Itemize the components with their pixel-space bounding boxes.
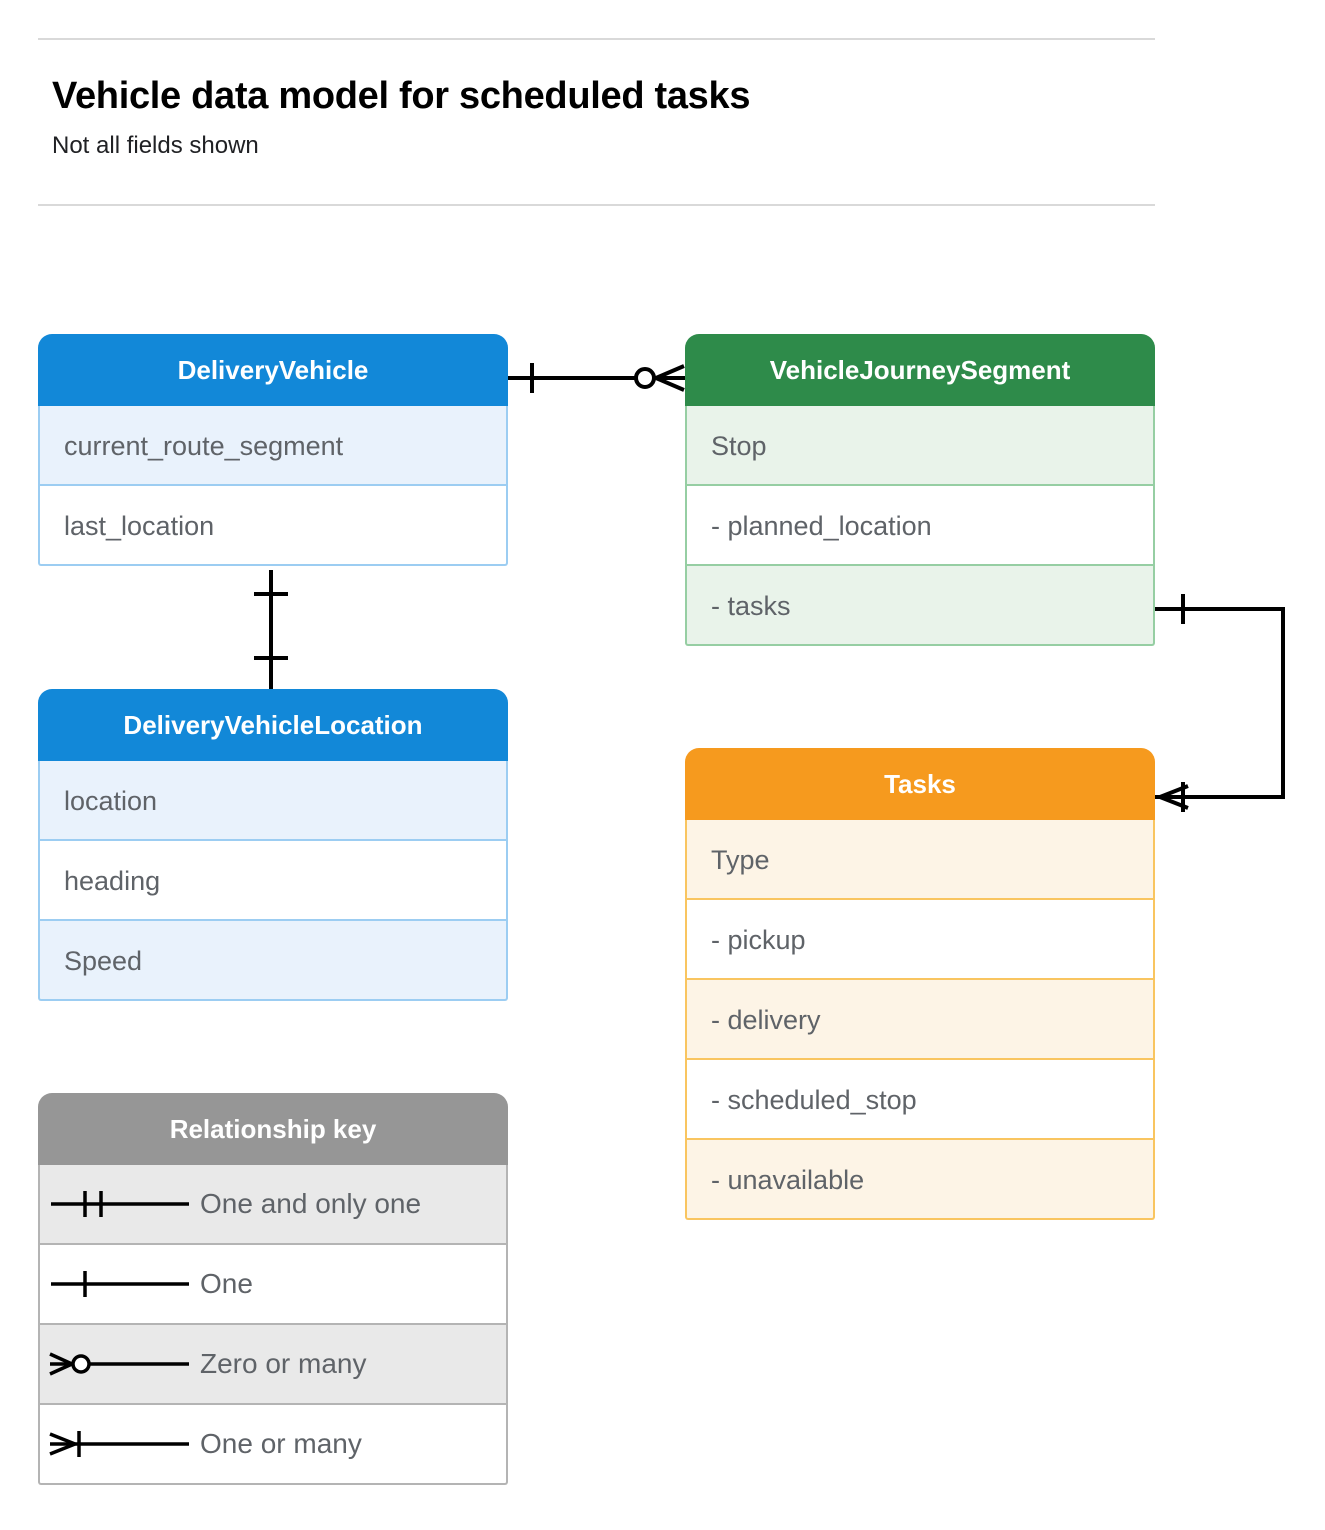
connector-vjs-tasks xyxy=(1155,607,1285,799)
entity-field-row: - delivery xyxy=(685,980,1155,1060)
entity-title-delivery-vehicle: DeliveryVehicle xyxy=(38,334,508,406)
legend-item-label: One or many xyxy=(200,1428,362,1459)
relationship-key-legend: Relationship key One and only one One xyxy=(38,1093,508,1485)
entity-title-delivery-vehicle-location: DeliveryVehicleLocation xyxy=(38,689,508,761)
one-symbol-icon xyxy=(40,1264,200,1304)
entity-field-row: location xyxy=(38,761,508,841)
legend-item-one: One xyxy=(38,1245,508,1325)
page-subtitle: Not all fields shown xyxy=(52,132,259,159)
entity-field-row: Speed xyxy=(38,921,508,1001)
legend-item-one-or-many: One or many xyxy=(38,1405,508,1485)
crowfoot-many-lower-tasks xyxy=(1159,795,1189,810)
crowfoot-zero-circle-vjs xyxy=(634,367,656,389)
legend-item-label: One and only one xyxy=(200,1188,422,1219)
legend-item-one-and-only-one: One and only one xyxy=(38,1165,508,1245)
entity-vehicle-journey-segment[interactable]: VehicleJourneySegment Stop - planned_loc… xyxy=(685,334,1155,646)
entity-field-row: Type xyxy=(685,820,1155,900)
one-or-many-symbol-icon xyxy=(40,1424,200,1464)
entity-field-row: - planned_location xyxy=(685,486,1155,566)
crowfoot-many-upper-vjs xyxy=(655,364,685,380)
crowfoot-many-upper-tasks xyxy=(1159,784,1189,799)
entity-delivery-vehicle[interactable]: DeliveryVehicle current_route_segment la… xyxy=(38,334,508,566)
entity-field-row: heading xyxy=(38,841,508,921)
legend-item-zero-or-many: Zero or many xyxy=(38,1325,508,1405)
header-divider-top xyxy=(38,38,1155,40)
entity-field-row: last_location xyxy=(38,486,508,566)
page-title: Vehicle data model for scheduled tasks xyxy=(52,75,751,117)
legend-item-label: One xyxy=(200,1268,253,1299)
entity-field-row: - tasks xyxy=(685,566,1155,646)
crowfoot-many-lower-vjs xyxy=(655,376,685,392)
entity-field-row: - unavailable xyxy=(685,1140,1155,1220)
entity-field-row: current_route_segment xyxy=(38,406,508,486)
legend-title: Relationship key xyxy=(38,1093,508,1165)
one-and-only-one-symbol-icon xyxy=(40,1184,200,1224)
entity-delivery-vehicle-location[interactable]: DeliveryVehicleLocation location heading… xyxy=(38,689,508,1001)
entity-title-vehicle-journey-segment: VehicleJourneySegment xyxy=(685,334,1155,406)
entity-field-row: - scheduled_stop xyxy=(685,1060,1155,1140)
entity-field-row: - pickup xyxy=(685,900,1155,980)
entity-field-row: Stop xyxy=(685,406,1155,486)
legend-item-label: Zero or many xyxy=(200,1348,367,1379)
header-divider-bottom xyxy=(38,204,1155,206)
entity-title-tasks: Tasks xyxy=(685,748,1155,820)
entity-tasks[interactable]: Tasks Type - pickup - delivery - schedul… xyxy=(685,748,1155,1220)
zero-or-many-symbol-icon xyxy=(40,1344,200,1384)
